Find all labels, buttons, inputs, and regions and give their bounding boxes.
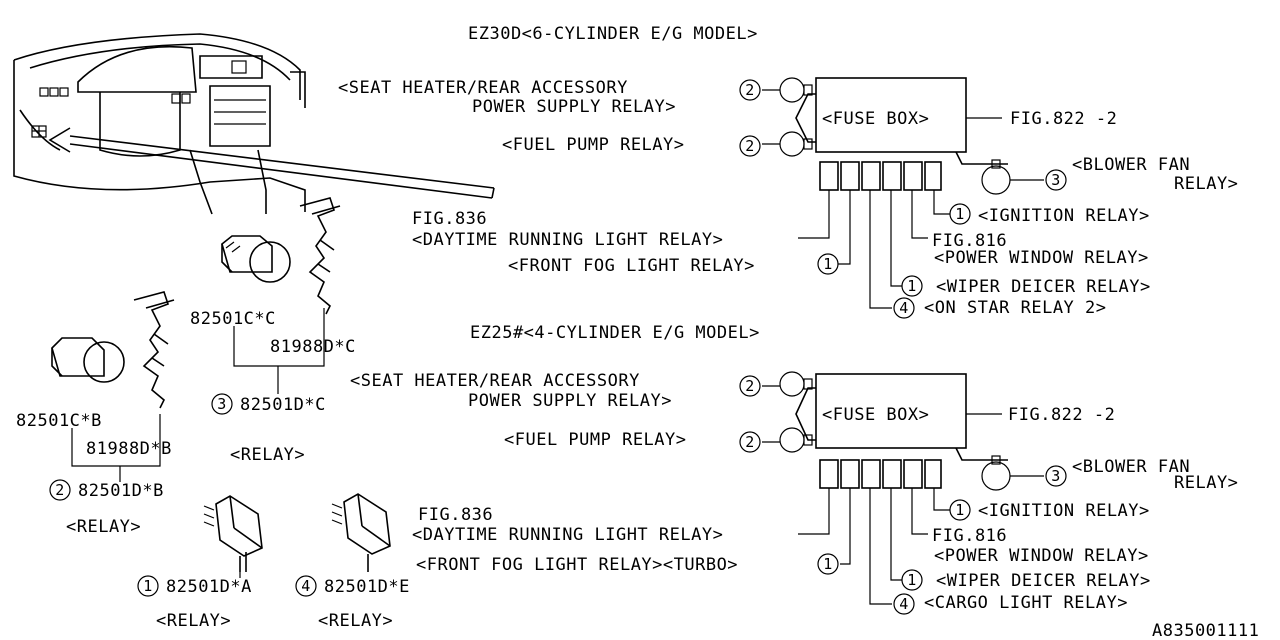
wiper-label: <WIPER DEICER RELAY> [936, 277, 1151, 297]
callout-number: 4 [301, 577, 311, 595]
fig-822-ref: FIG.822 -2 [1010, 109, 1117, 129]
seat-heater-callout: 2 [745, 81, 755, 99]
seat-heater-callout: 2 [745, 377, 755, 395]
relay-label-b: <RELAY> [66, 517, 141, 537]
relay-e-illustration [331, 493, 391, 572]
part-relay-e: 82501D*E [324, 577, 410, 597]
fuel-pump-label: <FUEL PUMP RELAY> [504, 430, 687, 450]
part-bracket-c: 81988D*C [270, 337, 356, 357]
part-bracket-b: 81988D*B [86, 439, 172, 459]
power-window-label: <POWER WINDOW RELAY> [934, 248, 1149, 268]
ignition-callout: 1 [955, 501, 965, 519]
seat-heater-line1: <SEAT HEATER/REAR ACCESSORY [338, 78, 628, 98]
fog-callout: 1 [823, 555, 833, 573]
blower-callout: 3 [1051, 171, 1061, 189]
section-title: EZ25#<4-CYLINDER E/G MODEL> [470, 323, 760, 343]
wiper-label: <WIPER DEICER RELAY> [936, 571, 1151, 591]
bracket-c-illustration [299, 197, 341, 315]
callout-number: 1 [143, 577, 153, 595]
drl-label: <DAYTIME RUNNING LIGHT RELAY> [412, 525, 723, 545]
fig-816-ref: FIG.816 [932, 231, 1007, 251]
section-title: EZ30D<6-CYLINDER E/G MODEL> [468, 24, 758, 44]
fig-836-ref: FIG.836 [412, 209, 487, 229]
fog-label: <FRONT FOG LIGHT RELAY><TURBO> [416, 555, 738, 575]
section-6-cylinder: EZ30D<6-CYLINDER E/G MODEL> <FUSE BOX> F… [338, 24, 1238, 319]
section-4-cylinder: EZ25#<4-CYLINDER E/G MODEL> <FUSE BOX> F… [350, 323, 1238, 615]
blower-line1: <BLOWER FAN [1072, 155, 1190, 175]
part-relay-b-number: 82501C*B [16, 411, 102, 431]
seat-heater-line2: POWER SUPPLY RELAY> [472, 97, 676, 117]
drl-label: <DAYTIME RUNNING LIGHT RELAY> [412, 230, 723, 250]
blower-line2: RELAY> [1174, 174, 1238, 194]
callout-circle [211, 393, 233, 415]
diagram-id: A835001111 [1152, 621, 1259, 640]
callout-circle [49, 479, 71, 501]
power-window-label: <POWER WINDOW RELAY> [934, 546, 1149, 566]
fuse-box [815, 373, 967, 449]
ignition-callout: 1 [955, 205, 965, 223]
extra-callout: 4 [899, 595, 909, 613]
fuel-pump-label: <FUEL PUMP RELAY> [502, 135, 685, 155]
part-relay-d-b: 82501D*B [78, 481, 164, 501]
ignition-label: <IGNITION RELAY> [978, 501, 1150, 521]
callout-circle [295, 575, 317, 597]
fuse-box-label: <FUSE BOX> [822, 405, 929, 425]
relay-a-illustration [203, 495, 263, 572]
relay-label-a: <RELAY> [156, 611, 231, 631]
blower-line2: RELAY> [1174, 473, 1238, 493]
part-relay-a: 82501D*A [166, 577, 252, 597]
extra-callout: 4 [899, 299, 909, 317]
fog-label: <FRONT FOG LIGHT RELAY> [508, 256, 755, 276]
relay-label-c: <RELAY> [230, 445, 305, 465]
wiper-callout: 1 [907, 277, 917, 295]
part-relay-c-number: 82501C*C [190, 309, 276, 329]
relay-c-illustration [221, 235, 291, 283]
fig-816-ref: FIG.816 [932, 526, 1007, 546]
blower-line1: <BLOWER FAN [1072, 457, 1190, 477]
blower-callout: 3 [1051, 467, 1061, 485]
wiper-callout: 1 [907, 571, 917, 589]
relay-label-e: <RELAY> [318, 611, 393, 631]
ignition-label: <IGNITION RELAY> [978, 206, 1150, 226]
fuel-pump-callout: 2 [745, 137, 755, 155]
bracket-b-illustration [133, 291, 175, 409]
extra-label: <ON STAR RELAY 2> [924, 298, 1107, 318]
fuse-box [815, 77, 967, 153]
fuse-box-label: <FUSE BOX> [822, 109, 929, 129]
callout-number: 3 [217, 395, 227, 413]
callout-circle [137, 575, 159, 597]
dashboard-illustration [13, 33, 495, 215]
fig-822-ref: FIG.822 -2 [1008, 405, 1115, 425]
extra-label: <CARGO LIGHT RELAY> [924, 593, 1128, 613]
fuel-pump-callout: 2 [745, 433, 755, 451]
fig-836-ref: FIG.836 [418, 505, 493, 525]
relay-b-illustration [51, 337, 125, 383]
fog-callout: 1 [823, 255, 833, 273]
part-relay-d-c: 82501D*C [240, 395, 326, 415]
seat-heater-line1: <SEAT HEATER/REAR ACCESSORY [350, 371, 640, 391]
callout-number: 2 [55, 481, 65, 499]
seat-heater-line2: POWER SUPPLY RELAY> [468, 391, 672, 411]
